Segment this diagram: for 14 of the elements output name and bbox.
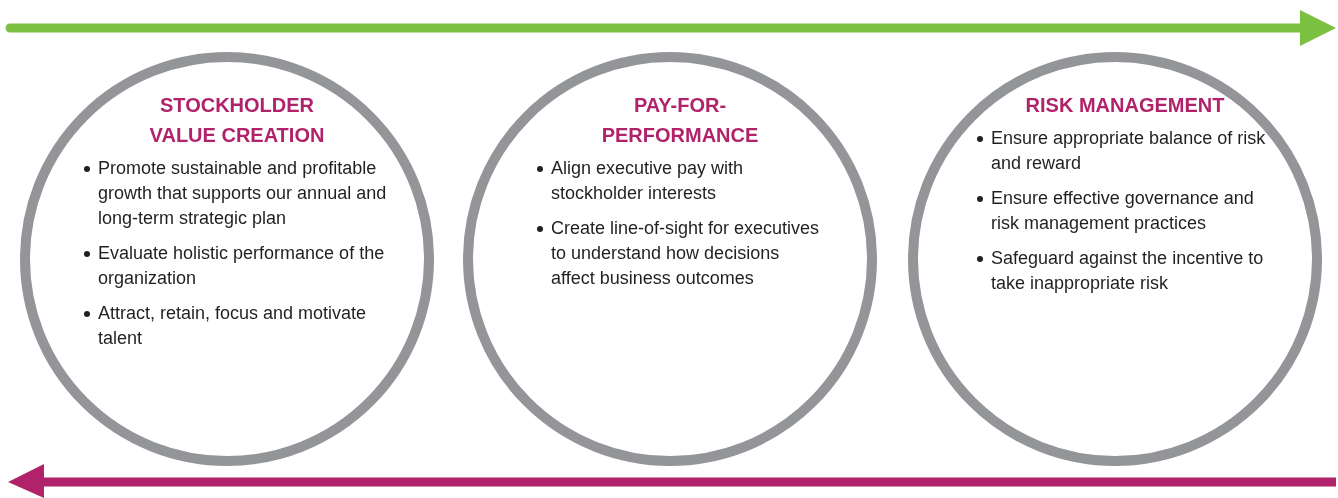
bullet-point: Align executive pay with stockholder interests <box>551 157 745 205</box>
circle-heading: STOCKHOLDER VALUE CREATION <box>148 93 326 148</box>
circle-outline <box>20 52 434 466</box>
bullet-point: Ensure effective governance and risk management practices <box>991 187 1255 235</box>
bullet-point: Attract, retain, focus and motivate talent <box>98 302 368 350</box>
bullet-point: Safeguard against the incentive to take inappropriate risk <box>991 247 1265 295</box>
bullet-point: Ensure appropriate balance of risk and reward <box>991 127 1267 175</box>
circle-outline <box>908 52 1322 466</box>
circle-heading: PAY-FOR-PERFORMANCE <box>600 93 760 148</box>
circle-outline <box>463 52 877 466</box>
bullet-point: Evaluate holistic performance of the organization <box>98 242 386 290</box>
circle-heading: RISK MANAGEMENT <box>1024 93 1226 118</box>
bullet-point: Promote sustainable and profitable growth that supports our annual and long-term strategic plan <box>98 157 388 230</box>
bullet-point: Create line-of-sight for executives to understand how decisions affect business outcomes <box>551 217 821 290</box>
